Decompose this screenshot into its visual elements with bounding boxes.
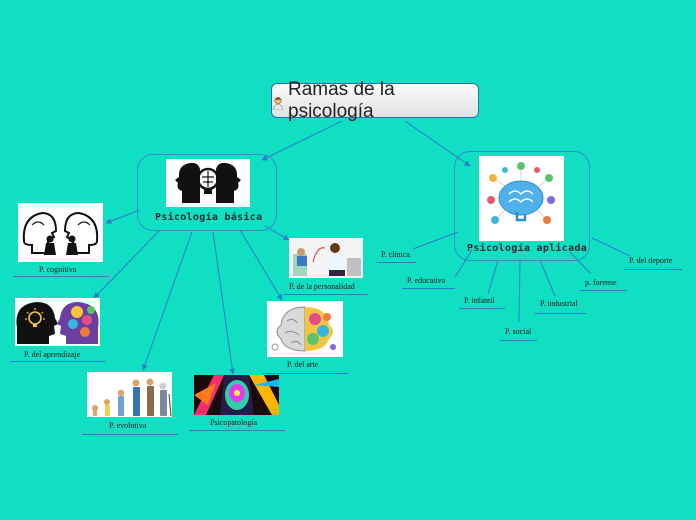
branch-label-deporte[interactable]: P. del deporte bbox=[629, 256, 673, 265]
link-applied-deporte bbox=[591, 237, 631, 257]
branch-underline-social bbox=[500, 340, 537, 341]
basic-group[interactable] bbox=[137, 154, 277, 231]
branch-label-industrial[interactable]: P. industrial bbox=[540, 299, 578, 308]
digital-brain-icon bbox=[479, 156, 564, 241]
link-applied-infantil bbox=[487, 259, 499, 295]
branch-label-aprendizaje[interactable]: P. del aprendizaje bbox=[24, 350, 81, 359]
human-evolution-icon bbox=[87, 372, 172, 417]
branch-underline-personalidad bbox=[284, 294, 368, 295]
colorful-brain-icon bbox=[267, 301, 343, 357]
link-basic-arte bbox=[239, 229, 283, 301]
branch-underline-educativa bbox=[402, 288, 455, 289]
link-root-basic bbox=[261, 120, 343, 161]
branch-label-arte[interactable]: P. del arte bbox=[287, 360, 319, 369]
two-people-talking-icon bbox=[18, 203, 103, 262]
branch-underline-cognitiva bbox=[13, 276, 109, 277]
link-basic-cognitiva bbox=[105, 209, 141, 224]
branch-underline-forense bbox=[580, 290, 627, 291]
link-basic-psicopatologia bbox=[212, 231, 236, 375]
branch-label-clinica[interactable]: P. clínica bbox=[381, 250, 410, 259]
therapy-session-icon bbox=[289, 238, 363, 278]
branch-label-educativa[interactable]: P. educativa bbox=[407, 276, 446, 285]
applied-group[interactable] bbox=[454, 151, 590, 261]
link-applied-industrial bbox=[539, 259, 556, 297]
root-topic[interactable]: Ramas de la psicología bbox=[271, 79, 479, 122]
root-title: Ramas de la psicología bbox=[288, 78, 395, 122]
branch-label-cognitiva[interactable]: P. cognitiva bbox=[39, 265, 77, 274]
link-basic-evolutiva bbox=[141, 231, 193, 371]
branch-label-personalidad[interactable]: P. de la personalidad bbox=[289, 282, 355, 291]
branch-label-infantil[interactable]: P. infantil bbox=[464, 296, 495, 305]
branch-label-forense[interactable]: p. forense bbox=[585, 278, 617, 287]
branch-underline-aprendizaje bbox=[10, 361, 105, 362]
basic-group-title: Psicología básica bbox=[155, 212, 263, 223]
branch-underline-psicopatologia bbox=[189, 430, 285, 431]
colorful-face-icon bbox=[194, 375, 279, 415]
branch-underline-evolutiva bbox=[82, 434, 178, 435]
link-applied-clinica bbox=[412, 231, 459, 250]
branch-label-social[interactable]: P. social bbox=[505, 327, 532, 336]
branch-label-psicopatologia[interactable]: Psicopatología bbox=[210, 418, 258, 427]
branch-underline-clinica bbox=[376, 262, 416, 263]
applied-group-title: Psicología aplicada bbox=[467, 243, 588, 254]
link-basic-aprendizaje bbox=[93, 229, 161, 299]
branch-underline-infantil bbox=[459, 308, 505, 309]
branch-underline-arte bbox=[262, 373, 348, 374]
branch-underline-industrial bbox=[535, 313, 586, 314]
heads-lightbulb-icon bbox=[15, 298, 100, 346]
link-applied-social bbox=[518, 259, 521, 323]
person-icon bbox=[272, 94, 284, 110]
head-profiles-brain-icon bbox=[166, 159, 250, 207]
branch-label-evolutiva[interactable]: P. evolutiva bbox=[109, 421, 147, 430]
branch-underline-deporte bbox=[624, 269, 682, 270]
